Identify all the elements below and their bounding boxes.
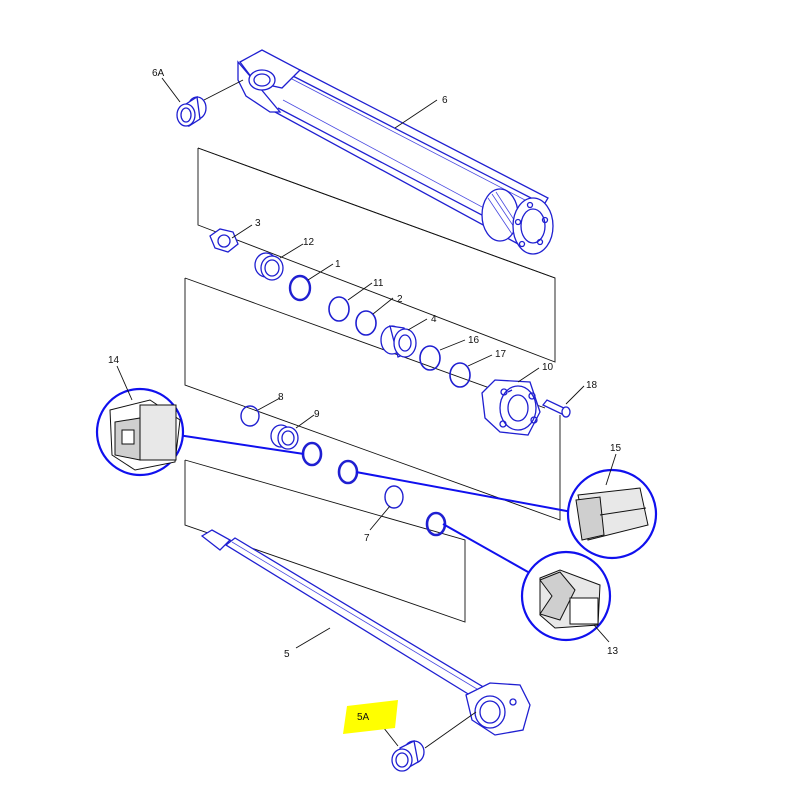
seal-15-detail-callout[interactable] [566, 468, 658, 560]
seal-15-part[interactable] [337, 459, 359, 485]
piston-rod-part[interactable] [200, 529, 531, 736]
bushing-5a-part[interactable] [391, 740, 425, 772]
ring-12-part[interactable] [254, 252, 284, 281]
label-6: 6 [442, 95, 448, 106]
bushing-6a-part[interactable] [176, 95, 207, 128]
ring-16-part[interactable] [419, 345, 441, 371]
label-10: 10 [542, 362, 554, 373]
leader-lines [116, 77, 617, 749]
group-outline-lower [184, 459, 466, 623]
ring-11-part[interactable] [328, 296, 350, 322]
gland-part[interactable] [481, 379, 541, 436]
label-7: 7 [364, 533, 370, 544]
piston-part[interactable] [380, 325, 417, 358]
nut-part[interactable] [209, 228, 239, 253]
label-8: 8 [278, 392, 284, 403]
ring-8-part[interactable] [240, 405, 260, 427]
label-17: 17 [495, 349, 507, 360]
label-16: 16 [468, 335, 480, 346]
seal-13-detail-callout[interactable] [520, 550, 612, 642]
label-13: 13 [607, 646, 619, 657]
cylinder-tube-part[interactable] [237, 49, 554, 255]
label-12: 12 [303, 237, 315, 248]
ring-7-part[interactable] [384, 485, 404, 509]
label-1: 1 [335, 259, 341, 270]
label-6A: 6A [152, 68, 165, 79]
group-outline-middle [184, 278, 561, 521]
seal-1-part[interactable] [288, 274, 312, 302]
ring-2-part[interactable] [355, 310, 377, 336]
label-5: 5 [284, 649, 290, 660]
label-11: 11 [373, 278, 384, 289]
ring-17-part[interactable] [449, 362, 471, 388]
label-2: 2 [397, 294, 403, 305]
label-4: 4 [431, 314, 437, 325]
bushing-9-part[interactable] [270, 424, 299, 450]
label-14: 14 [108, 355, 120, 366]
seal-14-detail-callout[interactable] [95, 387, 185, 477]
highlight-5a [343, 700, 398, 734]
seal-14-part[interactable] [301, 441, 323, 467]
label-9: 9 [314, 409, 320, 420]
label-3: 3 [255, 218, 261, 229]
label-5A: 5A [357, 712, 370, 723]
label-15: 15 [610, 443, 622, 454]
label-18: 18 [586, 380, 598, 391]
bolt-part[interactable] [541, 399, 571, 418]
